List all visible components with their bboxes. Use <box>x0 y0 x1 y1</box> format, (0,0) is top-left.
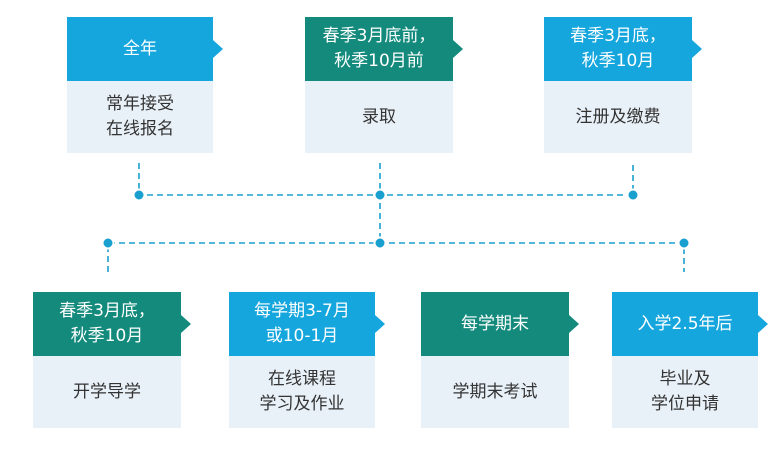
step-time-label: 每学期末 <box>421 292 579 356</box>
step-description: 注册及缴费 <box>544 81 692 153</box>
junction-dot <box>101 236 115 250</box>
step-description: 毕业及 学位申请 <box>612 356 758 428</box>
step-time-label: 入学2.5年后 <box>612 292 768 356</box>
step-final-exam: 每学期末 学期末考试 <box>421 292 579 428</box>
step-orientation: 春季3月底， 秋季10月 开学导学 <box>33 292 191 428</box>
bottom-bus-line <box>107 242 685 272</box>
step-description: 录取 <box>305 81 453 153</box>
step-registration-payment: 春季3月底， 秋季10月 注册及缴费 <box>544 17 702 153</box>
top-bus-line <box>138 163 634 196</box>
step-admission: 春季3月底前， 秋季10月前 录取 <box>305 17 463 153</box>
step-time-label: 春季3月底前， 秋季10月前 <box>305 17 463 81</box>
step-online-coursework: 每学期3-7月 或10-1月 在线课程 学习及作业 <box>229 292 385 428</box>
step-time-label: 春季3月底， 秋季10月 <box>544 17 702 81</box>
step-time-label: 全年 <box>67 17 223 81</box>
step-time-label: 春季3月底， 秋季10月 <box>33 292 191 356</box>
step-description: 常年接受 在线报名 <box>67 81 213 153</box>
step-graduation-degree: 入学2.5年后 毕业及 学位申请 <box>612 292 768 428</box>
junction-dot <box>373 188 387 202</box>
step-description: 开学导学 <box>33 356 181 428</box>
junction-dot <box>373 236 387 250</box>
step-description: 在线课程 学习及作业 <box>229 356 375 428</box>
junction-dot <box>132 188 146 202</box>
step-description: 学期末考试 <box>421 356 569 428</box>
junction-dot <box>677 236 691 250</box>
junction-dot <box>626 188 640 202</box>
step-time-label: 每学期3-7月 或10-1月 <box>229 292 385 356</box>
step-online-application: 全年 常年接受 在线报名 <box>67 17 223 153</box>
